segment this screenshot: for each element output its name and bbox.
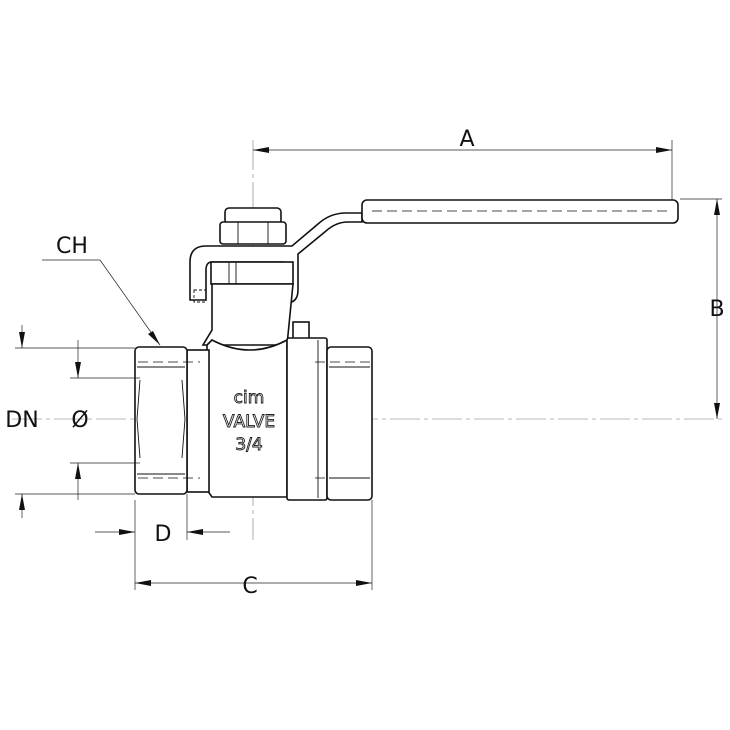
dimension-ch: CH bbox=[42, 234, 161, 346]
dimension-d: D bbox=[95, 494, 230, 547]
dimension-c-label: C bbox=[242, 574, 257, 599]
dimension-a-label: A bbox=[459, 127, 474, 152]
stem-nut bbox=[219, 207, 287, 245]
valve-body: cim VALVE 3/4 bbox=[134, 337, 373, 501]
valve-marking: VALVE bbox=[223, 412, 275, 432]
dimension-b: B bbox=[680, 198, 725, 419]
dimension-diameter: Ø bbox=[70, 340, 140, 500]
dimension-c: C bbox=[134, 500, 373, 599]
dimension-dn: DN bbox=[5, 325, 135, 518]
size-marking: 3/4 bbox=[235, 435, 262, 455]
valve-neck bbox=[201, 261, 310, 346]
dimension-a: A bbox=[253, 127, 673, 200]
brand-marking: cim bbox=[234, 388, 265, 408]
lever-handle bbox=[189, 199, 679, 304]
dimension-b-label: B bbox=[709, 297, 724, 322]
dimension-ch-label: CH bbox=[56, 234, 88, 259]
dimension-dn-label: DN bbox=[5, 408, 38, 433]
dimension-d-label: D bbox=[155, 522, 172, 547]
dimension-diameter-label: Ø bbox=[71, 408, 88, 433]
